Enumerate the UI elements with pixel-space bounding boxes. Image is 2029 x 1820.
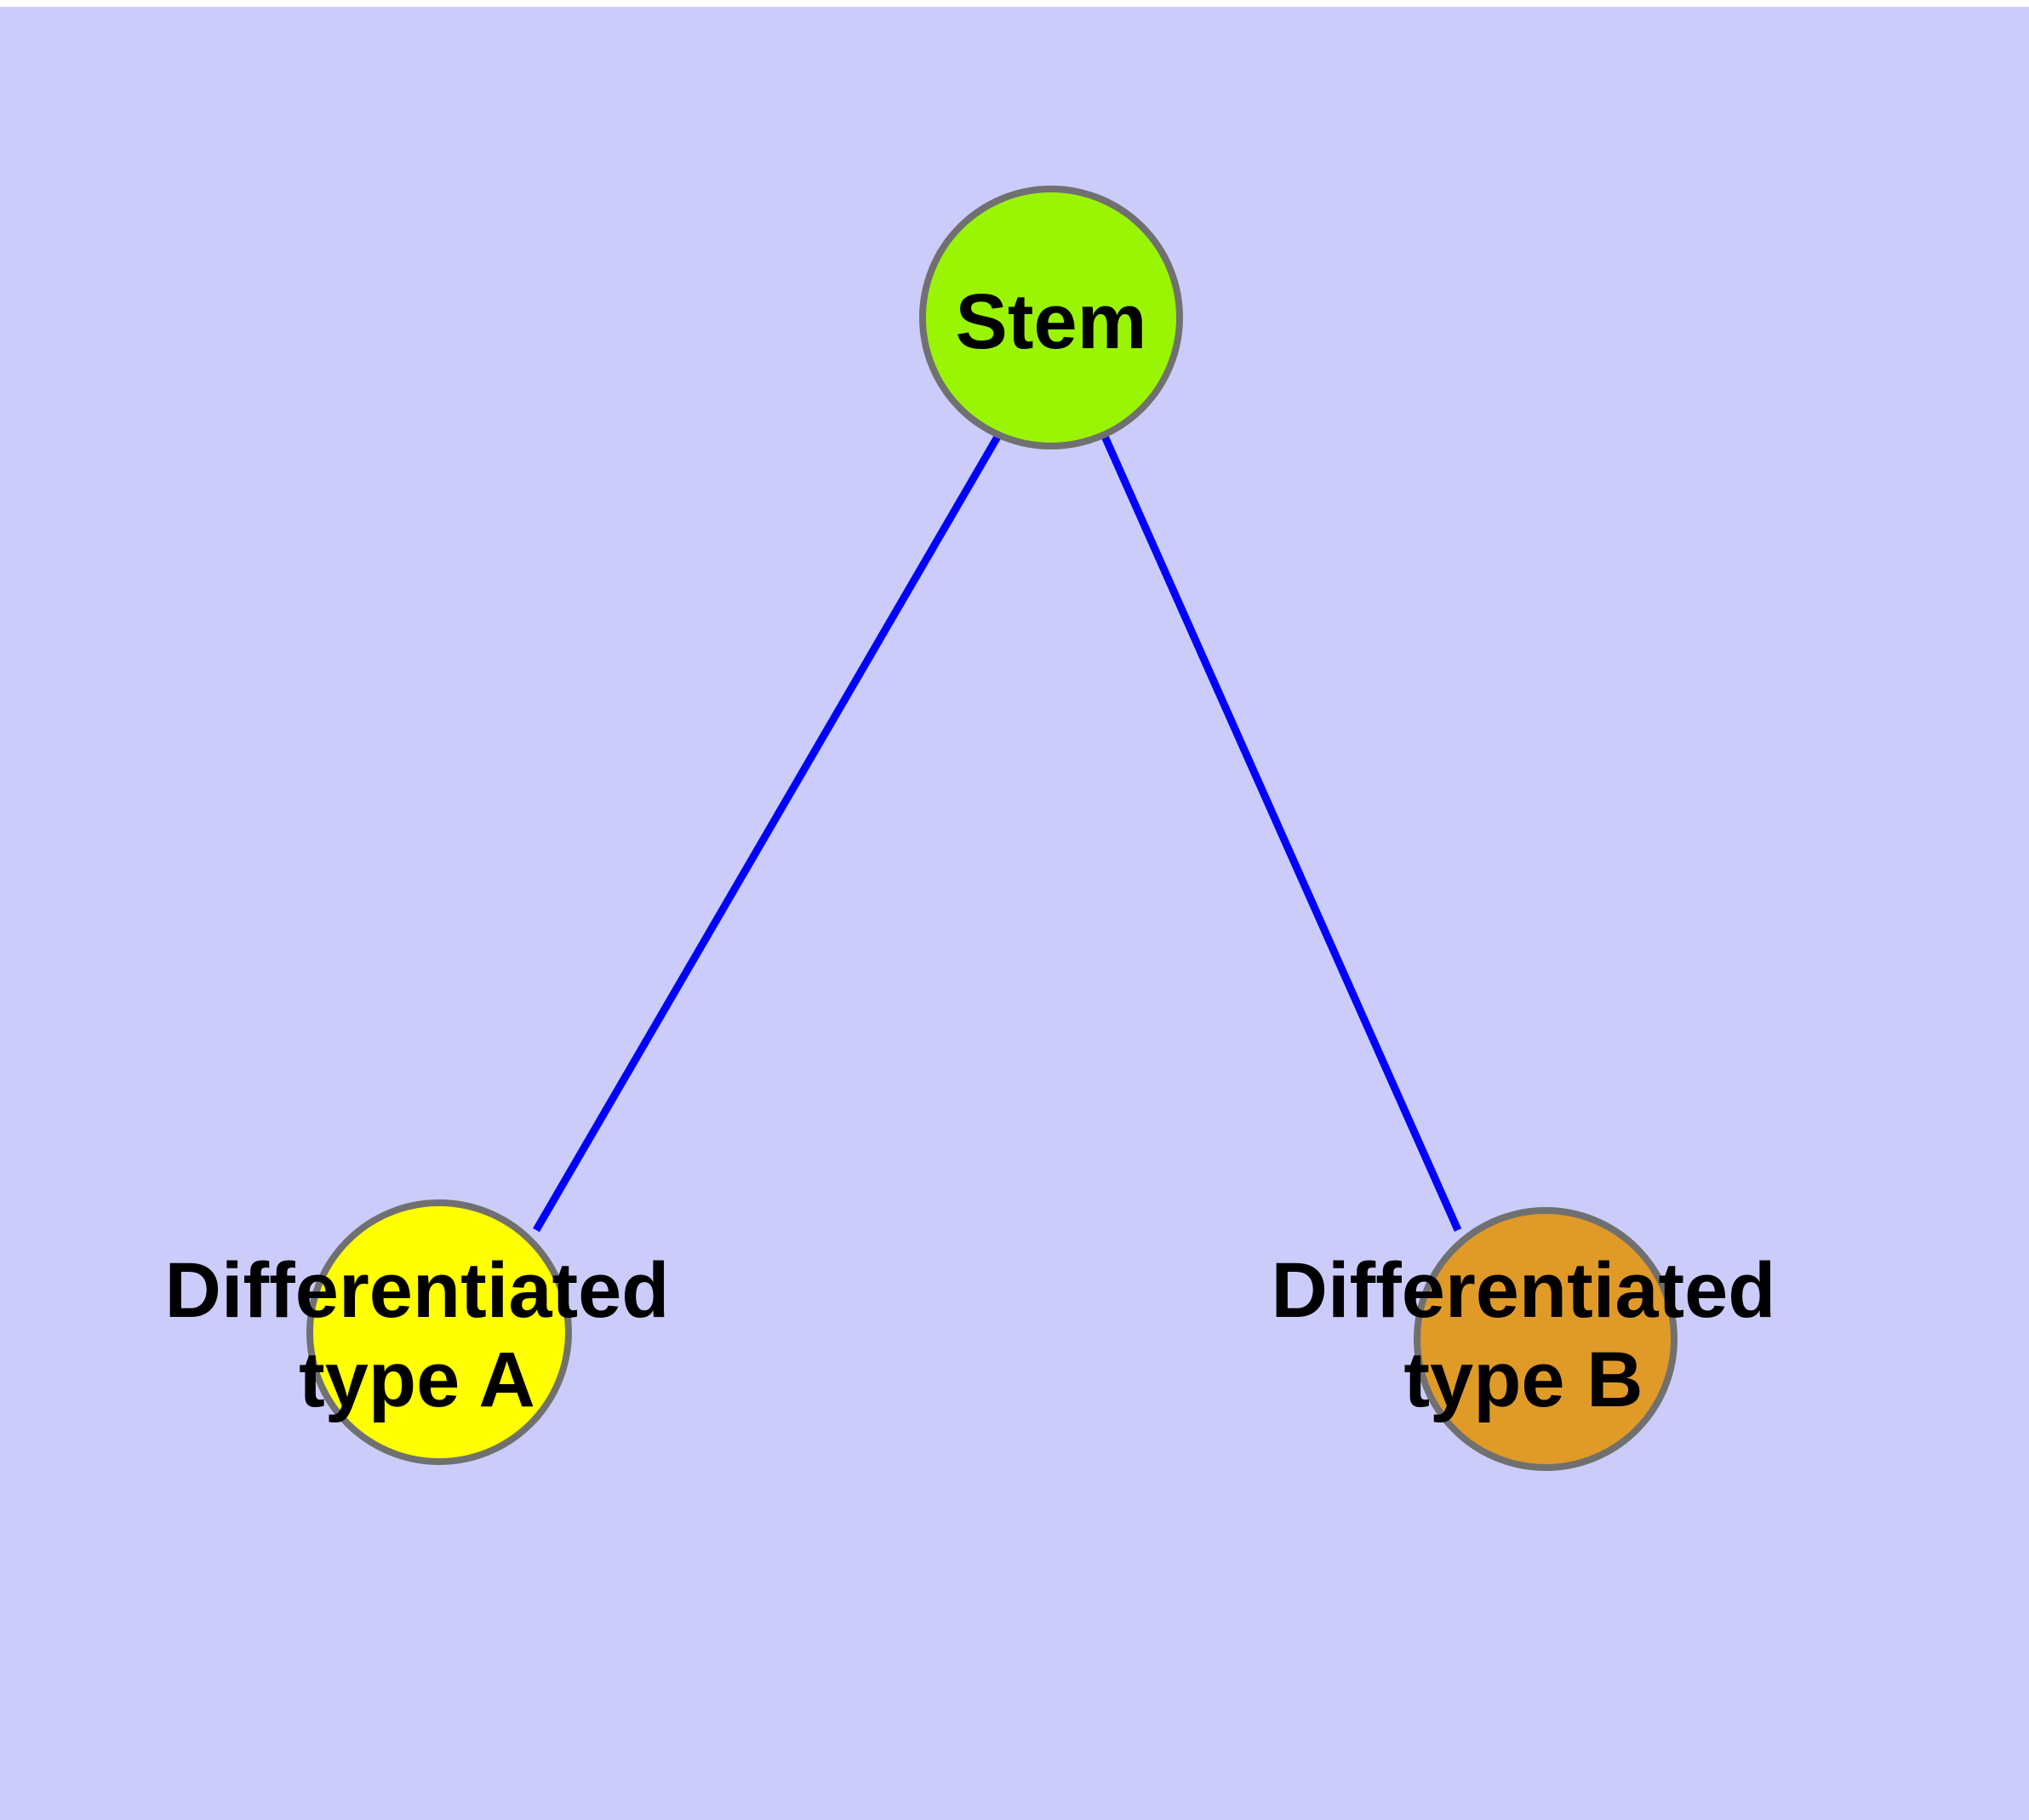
node-label-line: Differentiated xyxy=(165,1247,670,1334)
node-diff_b[interactable] xyxy=(1414,1207,1677,1471)
node-label-line: Stem xyxy=(956,278,1147,365)
edges-layer xyxy=(533,430,1462,1233)
node-diff_a[interactable] xyxy=(306,1199,572,1465)
node-label-line: type B xyxy=(1403,1336,1643,1423)
node-label-stem: Stem xyxy=(956,278,1147,365)
node-label-line: Differentiated xyxy=(1272,1247,1776,1334)
node-label-line: type A xyxy=(299,1336,535,1423)
node-stem[interactable] xyxy=(919,186,1183,449)
edge-stem-diff-b[interactable] xyxy=(1099,431,1462,1232)
edge-stem-diff-a[interactable] xyxy=(533,430,1003,1233)
nodes-layer xyxy=(306,186,1677,1471)
